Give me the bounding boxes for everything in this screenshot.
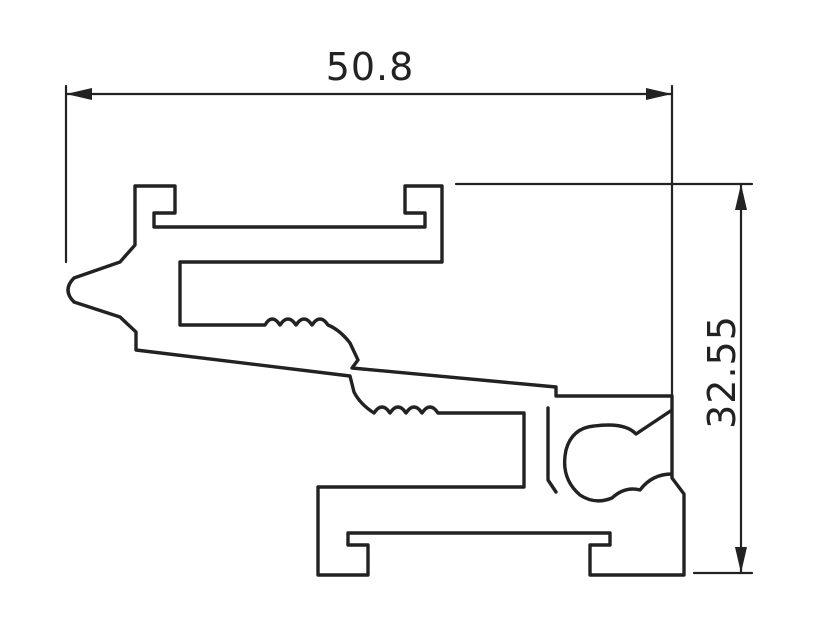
height-dimension: 32.55 — [454, 182, 754, 575]
width-dimension-right-arrow — [646, 88, 672, 100]
height-dimension-label: 32.55 — [700, 315, 744, 429]
width-dimension: 50.8 — [64, 45, 674, 480]
width-dimension-left-arrow — [66, 88, 92, 100]
socket-channel-outline — [546, 406, 558, 494]
height-dimension-top-arrow — [735, 184, 747, 210]
profile-outline — [66, 184, 686, 577]
height-dimension-bottom-arrow — [735, 547, 747, 573]
width-dimension-label: 50.8 — [326, 45, 415, 89]
upper-body-outline — [66, 184, 686, 577]
